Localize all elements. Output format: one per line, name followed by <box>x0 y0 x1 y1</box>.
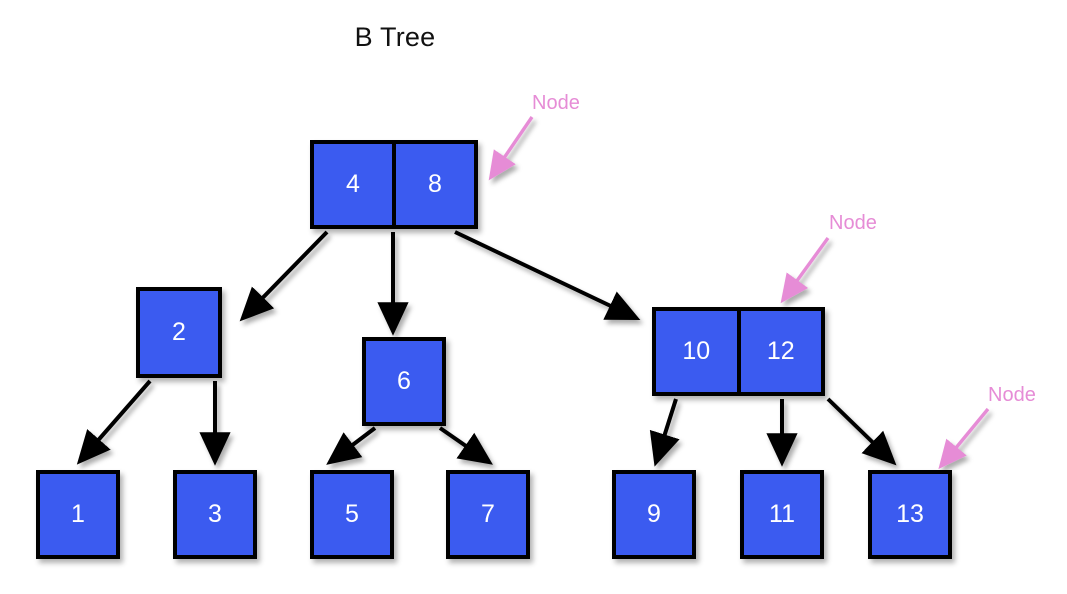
node-6-cell-0[interactable]: 6 <box>366 341 442 422</box>
edge-root-to-node-2 <box>239 230 329 322</box>
edge-node2-to-leaf-1 <box>76 379 152 465</box>
node-10-12-cell-1[interactable]: 12 <box>736 311 821 392</box>
annotation-label-root: Node <box>532 92 580 114</box>
leaf-13[interactable]: 13 <box>868 470 952 559</box>
leaf-9-cell-0[interactable]: 9 <box>616 474 692 555</box>
leaf-1[interactable]: 1 <box>36 470 120 559</box>
leaf-5-cell-0[interactable]: 5 <box>314 474 390 555</box>
leaf-1-cell-0[interactable]: 1 <box>40 474 116 555</box>
edge-node1012-to-leaf-9 <box>649 398 680 467</box>
node-10-12-cell-0[interactable]: 10 <box>656 311 737 392</box>
leaf-7-cell-0[interactable]: 7 <box>450 474 526 555</box>
leaf-7[interactable]: 7 <box>446 470 530 559</box>
annotation-label-node1012: Node <box>829 212 877 234</box>
node-2[interactable]: 2 <box>136 287 222 378</box>
leaf-3[interactable]: 3 <box>173 470 257 559</box>
edge-node6-to-leaf-5 <box>326 426 377 465</box>
node-2-cell-0[interactable]: 2 <box>140 291 218 374</box>
leaf-11[interactable]: 11 <box>740 470 824 559</box>
leaf-3-cell-0[interactable]: 3 <box>177 474 253 555</box>
root-node[interactable]: 4 8 <box>310 140 478 229</box>
node-10-12[interactable]: 10 12 <box>652 307 825 396</box>
leaf-5[interactable]: 5 <box>310 470 394 559</box>
edge-root-to-node-10-12 <box>454 230 641 321</box>
edge-node1012-to-leaf-13 <box>826 397 897 466</box>
annotation-label-leaf13: Node <box>988 384 1036 406</box>
page-title: B Tree <box>354 22 436 52</box>
root-cell-0[interactable]: 4 <box>314 144 392 225</box>
annotation-arrow-node1012 <box>780 237 830 304</box>
annotation-arrow-root <box>488 116 534 181</box>
leaf-9[interactable]: 9 <box>612 470 696 559</box>
annotation-arrow-leaf13 <box>938 407 990 470</box>
leaf-13-cell-0[interactable]: 13 <box>872 474 948 555</box>
edge-node6-to-leaf-7 <box>438 426 493 465</box>
root-cell-1[interactable]: 8 <box>392 144 474 225</box>
node-6[interactable]: 6 <box>362 337 446 426</box>
leaf-11-cell-0[interactable]: 11 <box>744 474 820 555</box>
